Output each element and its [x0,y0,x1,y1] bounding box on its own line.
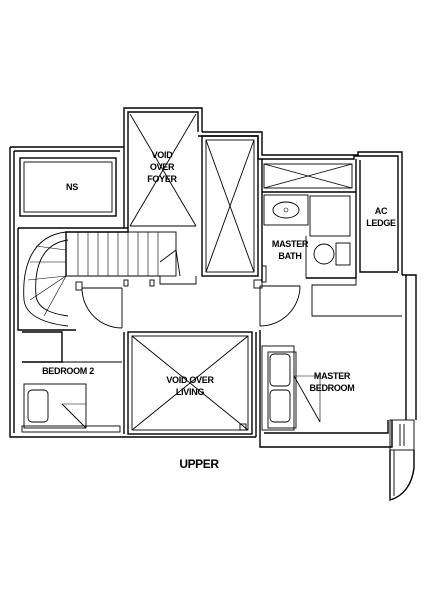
label-ac-ledge-1: AC [375,206,388,216]
label-ns: NS [66,182,78,192]
label-void-living-2: LIVING [176,387,205,397]
label-ac-ledge-2: LEDGE [366,218,396,228]
doors [75,265,301,329]
label-bedroom-2: BEDROOM 2 [42,366,94,376]
label-master-bedroom-1: MASTER [314,371,351,381]
plan-title: UPPER [179,457,219,471]
void-over-foyer [129,113,197,227]
label-void-living-1: VOID OVER [166,375,214,385]
void-over-living [127,331,253,435]
label-master-bath-1: MASTER [272,239,309,249]
label-master-bedroom-2: BEDROOM [310,383,355,393]
bedroom-2 [21,331,125,434]
master-bedroom [255,330,415,501]
label-void-foyer-3: FOYER [147,174,177,184]
master-bath [261,159,357,282]
duct-shaft [201,135,259,277]
label-master-bath-2: BATH [278,251,301,261]
staircase [17,227,197,331]
label-void-foyer-2: OVER [150,162,175,172]
label-void-foyer-1: VOID [152,150,174,160]
ac-ledge [311,160,402,317]
